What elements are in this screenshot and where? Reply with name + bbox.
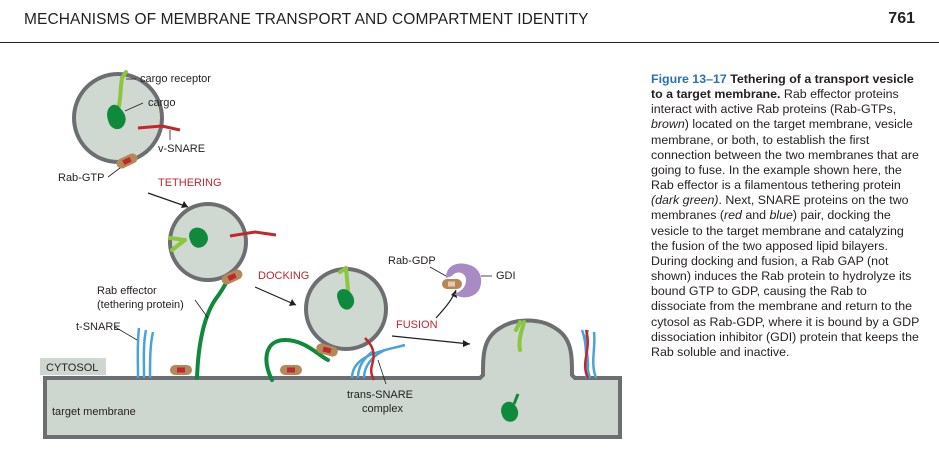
gdi-label: GDI xyxy=(496,270,516,282)
caption-body-3: . Next, SNARE proteins on the two membra… xyxy=(651,193,909,223)
step-fusion: FUSION xyxy=(396,319,438,331)
gdi-protein xyxy=(446,263,482,298)
cytosol-label: CYTOSOL xyxy=(46,362,98,374)
t-snare-left xyxy=(136,327,155,379)
header-rule xyxy=(0,42,939,43)
caption-blue: blue xyxy=(769,208,793,223)
released-cargo xyxy=(501,401,519,422)
rab-membrane-2 xyxy=(280,365,302,375)
caption-red: red xyxy=(724,208,742,223)
rab-effector-label: Rab effector xyxy=(97,285,157,297)
trans-snare-complex xyxy=(350,337,406,381)
target-membrane xyxy=(43,318,622,439)
caption-body-2: ) located on the target membrane, vesicl… xyxy=(651,117,919,193)
v-snare-label: v-SNARE xyxy=(158,143,205,155)
rab-membrane-1 xyxy=(170,365,192,375)
tethering-protein-2 xyxy=(264,337,330,382)
target-membrane-label: target membrane xyxy=(52,406,136,418)
caption-body-4: and xyxy=(741,208,770,223)
cis-snare-complex xyxy=(580,329,598,379)
cargo-receptor-label: cargo receptor xyxy=(140,73,211,85)
step-docking: DOCKING xyxy=(258,270,309,282)
vesicle-1 xyxy=(72,70,181,169)
t-snare-label: t-SNARE xyxy=(76,321,121,333)
cytosol-label-box xyxy=(40,358,106,375)
vesicle-2 xyxy=(168,202,277,285)
rab-gtp-label: Rab-GTP xyxy=(58,172,104,184)
figure-caption: Figure 13–17 Tethering of a transport ve… xyxy=(651,72,921,360)
caption-dark-green: (dark green) xyxy=(651,193,719,208)
rab-effector-label-2: (tethering protein) xyxy=(97,299,184,311)
caption-title: Tethering of a transport vesicle to a ta… xyxy=(651,72,914,102)
step-tethering: TETHERING xyxy=(158,177,222,189)
rab-vesicle-1 xyxy=(116,153,138,169)
rab-gdp-protein xyxy=(442,279,462,289)
caption-body-5: ) pair, docking the vesicle to the targe… xyxy=(651,208,920,359)
page-number: 761 xyxy=(888,10,915,27)
caption-body-1: Rab effector proteins interact with acti… xyxy=(651,87,899,117)
running-head: MECHANISMS OF MEMBRANE TRANSPORT AND COM… xyxy=(24,11,589,28)
caption-brown: brown xyxy=(651,117,685,132)
rab-gdp-label: Rab-GDP xyxy=(388,255,436,267)
trans-snare-label-2: complex xyxy=(362,403,403,415)
trans-snare-label: trans-SNARE xyxy=(347,389,413,401)
rab-vesicle-2 xyxy=(221,269,243,285)
rab-vesicle-3 xyxy=(316,343,338,357)
cargo-label: cargo xyxy=(148,97,176,109)
vesicle-3 xyxy=(304,266,388,357)
figure-diagram: CYTOSOL target membrane t-SNARE Rab effe… xyxy=(40,70,622,439)
caption-figure-number: Figure 13–17 xyxy=(651,72,727,86)
